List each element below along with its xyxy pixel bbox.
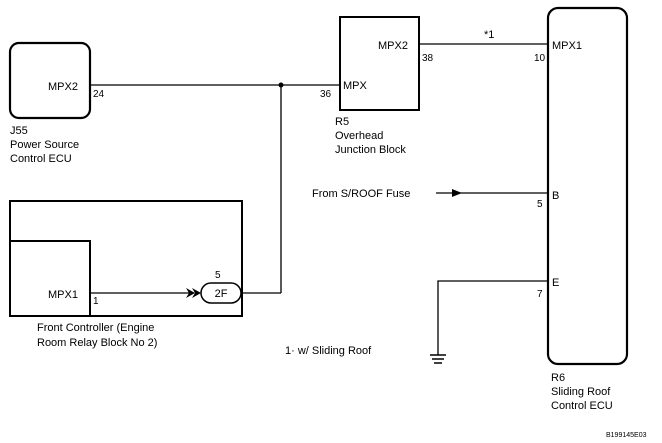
fuse-arrow-icon	[452, 189, 462, 197]
footnote: 1· w/ Sliding Roof	[285, 345, 372, 357]
wire-note-label: *1	[484, 29, 494, 41]
front-controller-terminal-label: MPX1	[48, 289, 78, 301]
j55-pin-number: 24	[93, 89, 105, 100]
connector-2f-shape	[200, 282, 242, 304]
connector-2f-pin: 5	[215, 270, 221, 281]
r6-name-line-2: Control ECU	[551, 400, 613, 412]
r6-id: R6	[551, 372, 565, 384]
j55-terminal-label: MPX2	[48, 81, 78, 93]
connector-2f-label: 2F	[215, 288, 228, 300]
j55-id: J55	[10, 125, 28, 137]
front-controller-name-line-2: Room Relay Block No 2)	[37, 337, 157, 349]
j55-name-line-2: Control ECU	[10, 153, 72, 165]
r5-name-line-2: Junction Block	[335, 144, 406, 156]
j55-name-line-1: Power Source	[10, 139, 79, 151]
r6-sliding-roof-ecu: MPX1 10 B 5 E 7 R6 Sliding Roof Control …	[534, 6, 629, 412]
r5-terminal-mpx-label: MPX	[343, 80, 368, 92]
connector-chevron-icon	[186, 288, 201, 298]
j55-box	[8, 41, 92, 120]
r5-overhead-junction-block: MPX2 38 MPX 36 R5 Overhead Junction Bloc…	[320, 16, 434, 156]
r5-name-line-1: Overhead	[335, 130, 383, 142]
r5-id: R5	[335, 116, 349, 128]
front-controller-name-line-1: Front Controller (Engine	[37, 322, 154, 334]
r6-terminal-b-pin: 5	[537, 199, 543, 210]
r6-terminal-b-label: B	[552, 190, 559, 202]
r5-terminal-mpx2-label: MPX2	[378, 40, 408, 52]
r6-terminal-mpx1-pin: 10	[534, 53, 546, 64]
r6-terminal-e-pin: 7	[537, 289, 543, 300]
wire-ground	[437, 280, 548, 355]
front-controller-terminal-pin: 1	[93, 296, 99, 307]
fuse-label: From S/ROOF Fuse	[312, 188, 410, 200]
front-controller: MPX1 1 5 Front Controller (Engine Room R…	[9, 200, 243, 349]
connector-2f: 2F	[186, 282, 242, 304]
r5-terminal-mpx2-pin: 38	[422, 53, 434, 64]
splice-point	[278, 82, 284, 88]
front-controller-inner-box	[9, 240, 91, 317]
figure-code: B199145E03	[606, 432, 647, 439]
r6-box	[546, 6, 629, 366]
r6-terminal-mpx1-label: MPX1	[552, 40, 582, 52]
ground-icon	[430, 354, 446, 364]
j55-power-source-ecu: MPX2 24 J55 Power Source Control ECU	[8, 41, 105, 165]
r5-box	[339, 16, 420, 111]
r6-terminal-e-label: E	[552, 277, 559, 289]
r6-name-line-1: Sliding Roof	[551, 386, 611, 398]
wires	[90, 43, 548, 355]
r5-terminal-mpx-pin: 36	[320, 89, 332, 100]
